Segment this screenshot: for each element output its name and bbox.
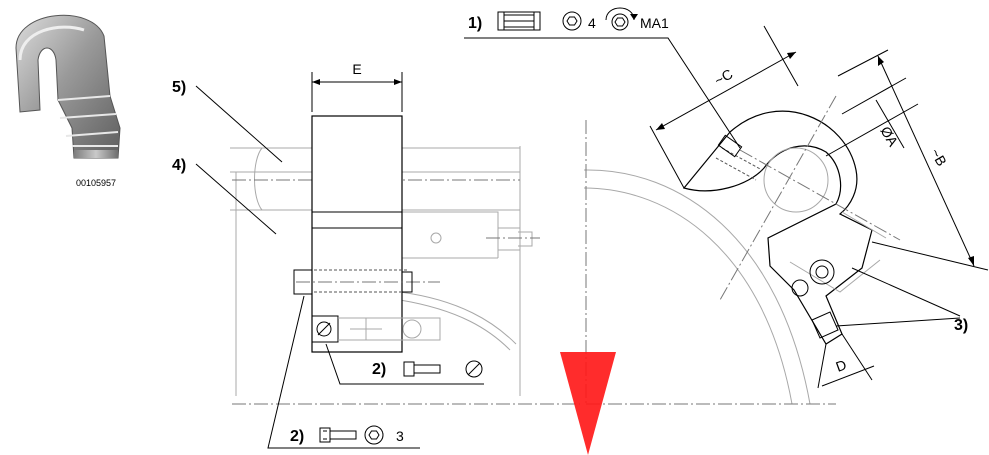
clamp-body-side <box>293 115 441 353</box>
set-screw-icon <box>497 11 582 31</box>
item-3-label: 3) <box>954 317 968 334</box>
dimension-E <box>311 72 403 112</box>
item-1-hex-size: 4 <box>588 15 596 31</box>
dimension-D-label: D <box>834 356 849 374</box>
item-1-leader <box>464 37 741 149</box>
torque-icon <box>605 7 638 31</box>
item-2-upper-label: 2) <box>372 361 386 378</box>
item-2-lower-label: 2) <box>290 428 304 445</box>
clamp-axes <box>719 95 901 301</box>
wheel-ghost <box>583 169 811 405</box>
item-1-torque: MA1 <box>640 15 669 31</box>
wheel-axes <box>585 120 836 405</box>
item-3-leader <box>835 267 961 327</box>
dimension-C <box>649 25 799 189</box>
item-2-lower-leader <box>267 295 420 449</box>
dimension-A <box>825 77 919 157</box>
dimension-B <box>837 49 989 271</box>
dimension-B-label: ~B <box>927 146 950 169</box>
product-photo <box>15 14 121 159</box>
item-5-leader <box>195 85 283 163</box>
item-4-leader <box>195 163 277 235</box>
item-2-upper-leader <box>325 343 484 385</box>
slotted-screw-icon <box>403 360 483 378</box>
dimension-D <box>817 333 875 389</box>
photo-caption: 00105957 <box>76 178 116 188</box>
dimension-C-label: ~C <box>712 66 736 89</box>
dimension-E-label: E <box>352 61 361 77</box>
item-2-hex-size: 3 <box>396 428 404 444</box>
item-4-label: 4) <box>172 157 186 174</box>
item-5-label: 5) <box>172 79 186 96</box>
dimension-A-label: ØA <box>877 124 901 150</box>
clamp-body-front <box>682 110 887 345</box>
item-1-label: 1) <box>468 15 482 32</box>
watermark-shape <box>560 352 616 455</box>
hex-socket-screw-icon <box>319 425 384 445</box>
